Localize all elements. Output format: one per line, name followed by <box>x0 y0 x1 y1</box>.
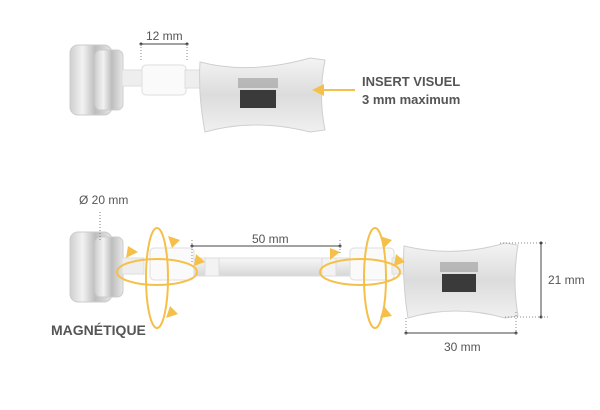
rotation-arrowheads-right-icon <box>330 236 405 318</box>
dimension-21mm <box>500 241 548 319</box>
top-magnet-disc <box>69 44 124 116</box>
label-12mm: 12 mm <box>146 29 183 43</box>
rotation-arrows-left-icon <box>116 227 198 329</box>
dimension-30mm <box>404 312 518 336</box>
bottom-magnet-disc <box>69 231 124 303</box>
insert-title: INSERT VISUEL <box>362 74 461 89</box>
rotation-arrows-right-icon <box>319 227 401 329</box>
top-connector <box>121 64 202 96</box>
top-insert-holder <box>199 57 326 133</box>
label-50mm: 50 mm <box>252 232 289 246</box>
label-21mm: 21 mm <box>548 273 585 287</box>
rotation-arrowheads-left-icon <box>126 236 205 318</box>
extension-rod <box>193 257 355 277</box>
dimension-12mm <box>139 42 189 62</box>
label-30mm: 30 mm <box>444 340 481 354</box>
magnet-label: MAGNÉTIQUE <box>51 322 146 338</box>
insert-subtitle: 3 mm maximum <box>362 92 461 107</box>
dimension-50mm <box>190 240 342 262</box>
insert-arrow-icon <box>312 84 355 96</box>
label-diameter: Ø 20 mm <box>79 193 129 207</box>
bottom-insert-holder <box>403 242 519 319</box>
